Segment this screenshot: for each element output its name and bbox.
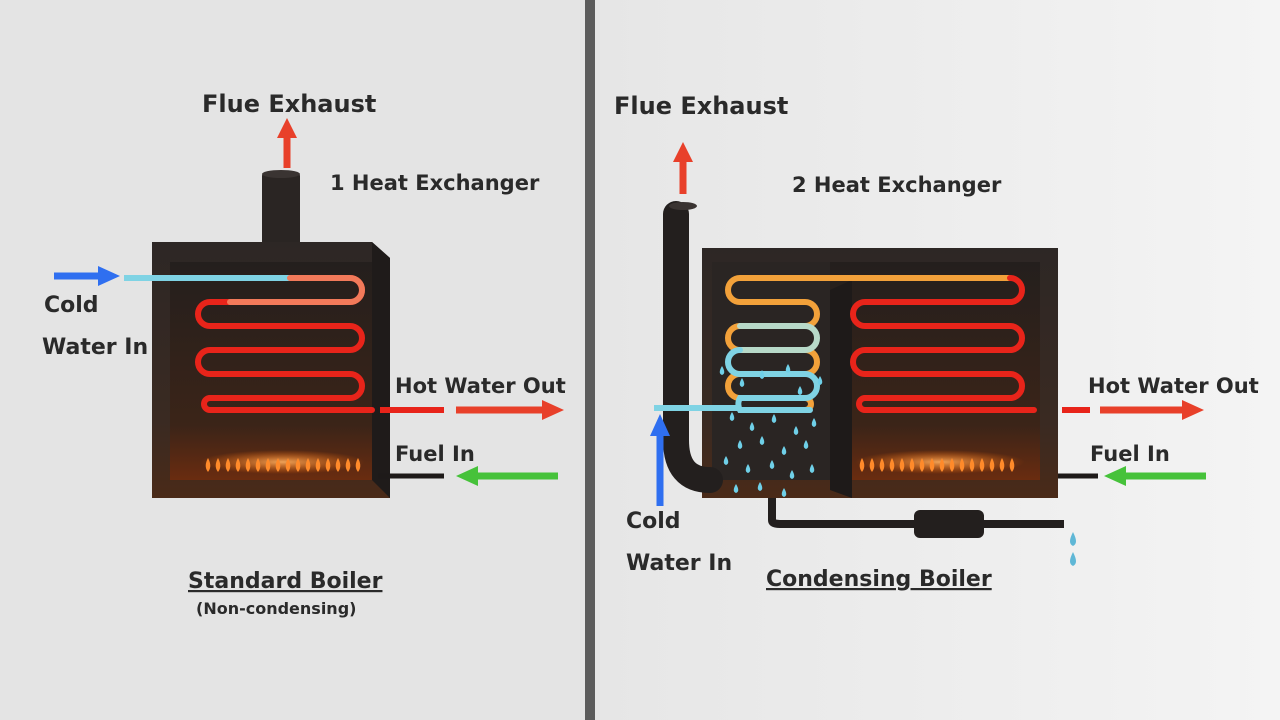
flame-icon [255, 458, 261, 472]
flame-icon [919, 458, 925, 472]
flue-exhaust-label: Flue Exhaust [614, 92, 788, 120]
cold-water-label-line1: Cold [44, 293, 99, 318]
water-drop-icon [739, 378, 745, 387]
flame-icon [929, 458, 935, 472]
flue-arrow-icon [673, 142, 693, 194]
heat-exchanger-label: 1 Heat Exchanger [330, 171, 540, 195]
flame-icon [325, 458, 331, 472]
water-drop-icon [757, 482, 763, 491]
water-drop-icon [809, 464, 815, 473]
water-drop-icon [817, 376, 823, 385]
water-drop-icon [781, 488, 787, 497]
hot-water-arrow-icon [1100, 400, 1204, 420]
flame-icon [285, 458, 291, 472]
fuel-in-label: Fuel In [1090, 442, 1170, 466]
water-drop-icon [803, 440, 809, 449]
condensing-boiler-title: Condensing Boiler [766, 567, 992, 592]
cold-water-arrow-icon [650, 414, 670, 506]
flame-icon [979, 458, 985, 472]
flame-icon [969, 458, 975, 472]
standard-boiler: Flue Exhaust 1 Heat Exchanger Cold Water… [42, 90, 566, 618]
hot-water-out-label: Hot Water Out [395, 374, 566, 398]
flame-icon [1009, 458, 1015, 472]
water-drop-icon [793, 426, 799, 435]
flame-icon [989, 458, 995, 472]
water-drop-icon [749, 422, 755, 431]
cold-water-label-line1: Cold [626, 509, 681, 534]
boiler-side-wall [372, 242, 390, 498]
flue-arrow-icon [277, 118, 297, 168]
standard-boiler-title: Standard Boiler [188, 569, 383, 594]
panel-divider [585, 0, 595, 720]
chamber-divider [830, 280, 852, 498]
water-drop-icon [811, 418, 817, 427]
cold-water-label-line2: Water In [42, 335, 148, 360]
flame-icon [225, 458, 231, 472]
burner-flames [205, 458, 361, 472]
flame-icon [245, 458, 251, 472]
water-drop-icon [785, 364, 791, 373]
condensing-boiler: Flue Exhaust 2 Heat Exchanger Hot Water … [614, 92, 1259, 592]
heat-exchanger-coil [177, 275, 375, 413]
flame-icon [335, 458, 341, 472]
flame-icon [879, 458, 885, 472]
flame-icon [959, 458, 965, 472]
water-drop-icon [771, 414, 777, 423]
flue-pipe-top [262, 170, 300, 178]
condensate-trap [914, 510, 984, 538]
water-drop-icon [1070, 532, 1076, 566]
condensate-drain-pipe [768, 498, 1064, 528]
cold-water-label-line2: Water In [626, 551, 732, 576]
burner-flames [859, 458, 1015, 472]
flame-icon [949, 458, 955, 472]
water-drop-icon [729, 412, 735, 421]
water-drop-icon [733, 484, 739, 493]
heat-exchanger-label: 2 Heat Exchanger [792, 173, 1002, 197]
water-drop-icon [769, 460, 775, 469]
standard-boiler-subtitle: (Non-condensing) [196, 599, 356, 618]
flame-icon [205, 458, 211, 472]
water-drop-icon [745, 464, 751, 473]
water-drop-icon [797, 386, 803, 395]
flame-icon [305, 458, 311, 472]
fuel-in-label: Fuel In [395, 442, 475, 466]
hot-water-arrow-icon [456, 400, 564, 420]
water-drop-icon [737, 440, 743, 449]
flue-pipe [262, 172, 300, 248]
fuel-arrow-icon [1104, 466, 1206, 486]
hot-water-out-label: Hot Water Out [1088, 374, 1259, 398]
fuel-arrow-icon [456, 466, 558, 486]
flue-stack [663, 201, 723, 493]
condensate-drops [719, 364, 823, 497]
flame-icon [899, 458, 905, 472]
flame-icon [295, 458, 301, 472]
water-drop-icon [759, 370, 765, 379]
water-drop-icon [723, 456, 729, 465]
flue-exhaust-label: Flue Exhaust [202, 90, 376, 118]
water-drop-icon [789, 470, 795, 479]
water-drop-icon [759, 436, 765, 445]
flame-icon [999, 458, 1005, 472]
flame-icon [235, 458, 241, 472]
flame-icon [265, 458, 271, 472]
flame-icon [315, 458, 321, 472]
water-drop-icon [781, 446, 787, 455]
cold-water-arrow-icon [54, 266, 120, 286]
secondary-heat-exchanger [725, 275, 1013, 413]
flame-icon [215, 458, 221, 472]
flame-icon [275, 458, 281, 472]
flue-stack-top [669, 202, 697, 210]
flame-icon [889, 458, 895, 472]
flame-icon [355, 458, 361, 472]
flame-icon [859, 458, 865, 472]
primary-heat-exchanger [850, 275, 1037, 413]
flame-icon [869, 458, 875, 472]
flame-icon [939, 458, 945, 472]
water-drop-icon [719, 366, 725, 375]
flame-icon [345, 458, 351, 472]
flame-icon [909, 458, 915, 472]
burner-glow [200, 450, 365, 474]
